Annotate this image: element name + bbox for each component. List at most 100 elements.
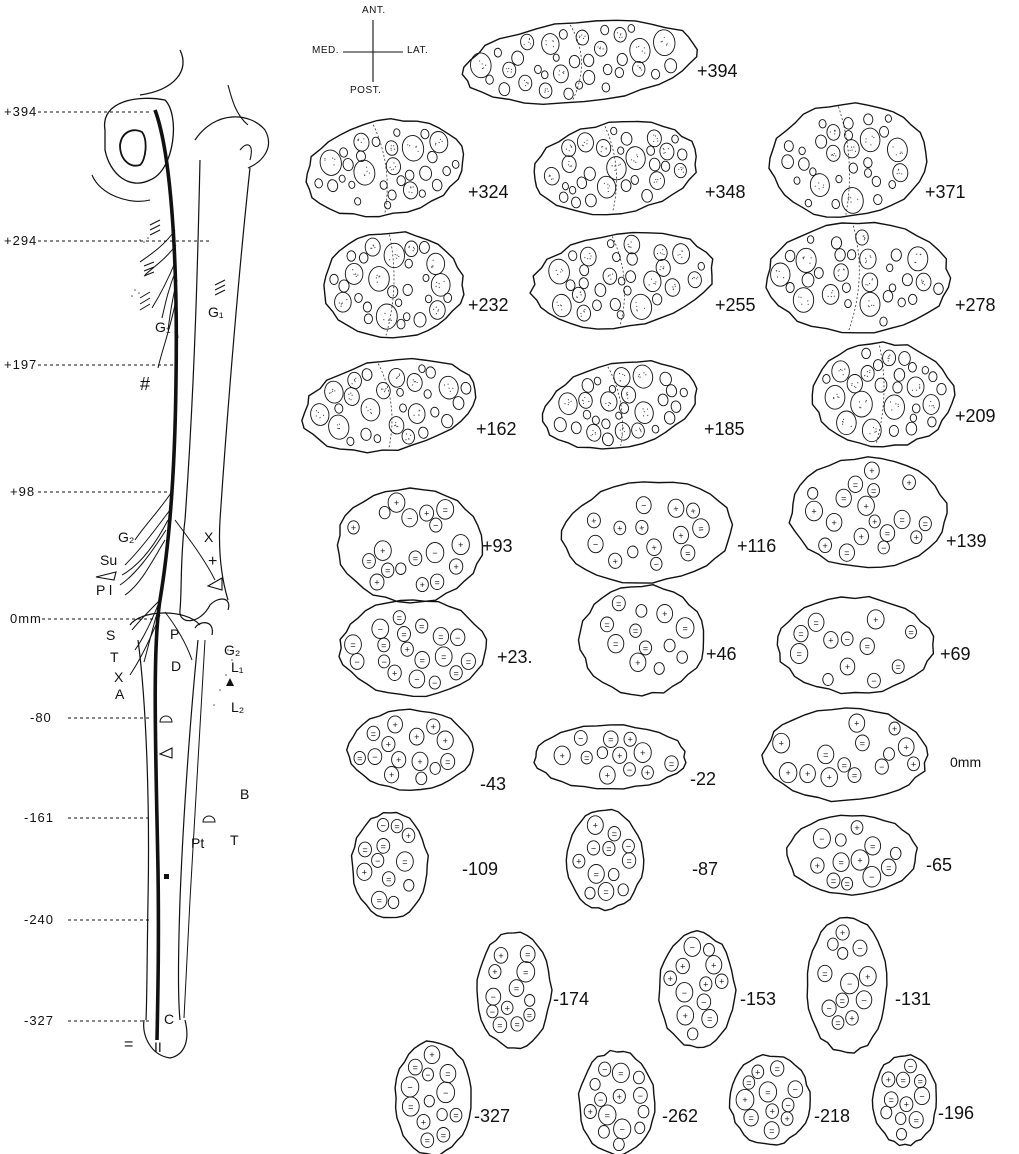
stipple-dot (545, 88, 546, 89)
stipple-dot (592, 430, 593, 431)
fascicle-symbol: − (857, 944, 862, 954)
fascicle (592, 415, 601, 425)
stipple-dot (584, 309, 585, 310)
fascicle-symbol: − (653, 559, 659, 569)
stipple-dot (830, 131, 831, 132)
fascicle (602, 267, 618, 285)
fascicle-symbol: = (381, 640, 386, 650)
fascicle-symbol: = (698, 524, 704, 534)
fascicle (937, 383, 946, 394)
fascicle (602, 83, 610, 93)
stipple-dot (653, 283, 654, 284)
stipple-dot (657, 140, 658, 141)
stipple-dot (396, 258, 397, 259)
fascicle (442, 166, 451, 176)
fascicle (543, 166, 560, 185)
stipple-dot (605, 403, 606, 404)
fascicle-symbol: + (394, 498, 399, 508)
fascicle (612, 252, 621, 262)
fascicle (633, 1071, 644, 1084)
fascicle (860, 292, 880, 316)
stipple-dot (415, 381, 416, 382)
stipple-dot (678, 169, 679, 170)
section-label: +46 (706, 645, 737, 663)
fascicle-symbol: = (381, 841, 386, 851)
stipple-dot (663, 266, 664, 267)
fascicle-symbol: − (432, 548, 437, 558)
stipple-dot (479, 60, 480, 61)
fascicle (379, 180, 387, 190)
fascicle (384, 140, 399, 156)
fascicle-symbol: − (819, 834, 824, 844)
stipple-dot (636, 306, 637, 307)
fascicle (562, 182, 569, 190)
stipple-dot (366, 406, 367, 407)
stipple-dot (833, 398, 834, 399)
stipple-dot (831, 296, 832, 297)
fascicle (652, 29, 676, 57)
stipple-dot (895, 403, 896, 404)
stipple-dot (627, 398, 628, 399)
fascicle (419, 241, 429, 253)
cross-section-5 (324, 232, 464, 338)
fascicle-symbol: − (602, 1065, 607, 1075)
fascicle (576, 304, 591, 322)
cross-section-12: ++−−=−++++++= (557, 474, 737, 590)
stipple-dot (370, 409, 371, 410)
fascicle (884, 395, 904, 419)
stipple-dot (912, 390, 913, 391)
fascicle-symbol: = (425, 1136, 430, 1146)
fascicle-symbol: + (351, 523, 356, 533)
fascicle-symbol: = (466, 657, 471, 667)
stipple-dot (656, 181, 657, 182)
fascicle (883, 291, 893, 302)
fascicle (657, 393, 669, 407)
stipple-dot (353, 274, 354, 275)
stipple-dot (436, 307, 437, 308)
fascicle (873, 194, 882, 205)
fascicle (807, 236, 813, 244)
fascicle-symbol: = (685, 548, 691, 558)
stipple-dot (436, 286, 437, 287)
fascicle (687, 271, 702, 289)
fascicle (831, 199, 840, 209)
fascicle (872, 176, 881, 187)
fascicle (771, 263, 790, 286)
stipple-dot (595, 433, 596, 434)
fascicle-symbol: + (576, 857, 581, 867)
fascicle-symbol: + (872, 517, 877, 527)
stipple-dot (655, 283, 656, 284)
fascicle-symbol: = (844, 879, 849, 889)
cross-section-21: ===−=+=+− (566, 810, 644, 911)
stipple-dot (562, 270, 563, 271)
fascicle-symbol: = (413, 1063, 418, 1073)
stipple-dot (558, 74, 559, 75)
stipple-dot (337, 428, 338, 429)
fascicle (592, 299, 602, 311)
stipple-dot (411, 192, 412, 193)
fascicle-symbol: + (865, 972, 870, 982)
fascicle-symbol: − (847, 979, 852, 989)
section-outline (579, 585, 704, 696)
fascicle (568, 250, 577, 261)
stipple-dot (929, 405, 930, 406)
fascicle (401, 428, 416, 445)
stipple-dot (374, 247, 375, 248)
stipple-dot (528, 42, 529, 43)
fascicle-symbol: + (914, 533, 919, 543)
stipple-dot (389, 320, 390, 321)
fascicle (430, 762, 440, 774)
stipple-dot (835, 155, 836, 156)
stipple-dot (832, 290, 833, 291)
fascicle-symbol: + (492, 967, 497, 977)
fascicle-symbol: − (627, 765, 632, 775)
fascicle-symbol: = (852, 771, 857, 781)
stipple-dot (871, 305, 872, 306)
stipple-dot (587, 258, 588, 259)
fascicle-symbol: + (678, 530, 684, 540)
stipple-dot (433, 260, 434, 261)
stipple-dot (610, 279, 611, 280)
stipple-dot (324, 159, 325, 160)
fascicle (814, 268, 823, 279)
stipple-dot (648, 284, 649, 285)
